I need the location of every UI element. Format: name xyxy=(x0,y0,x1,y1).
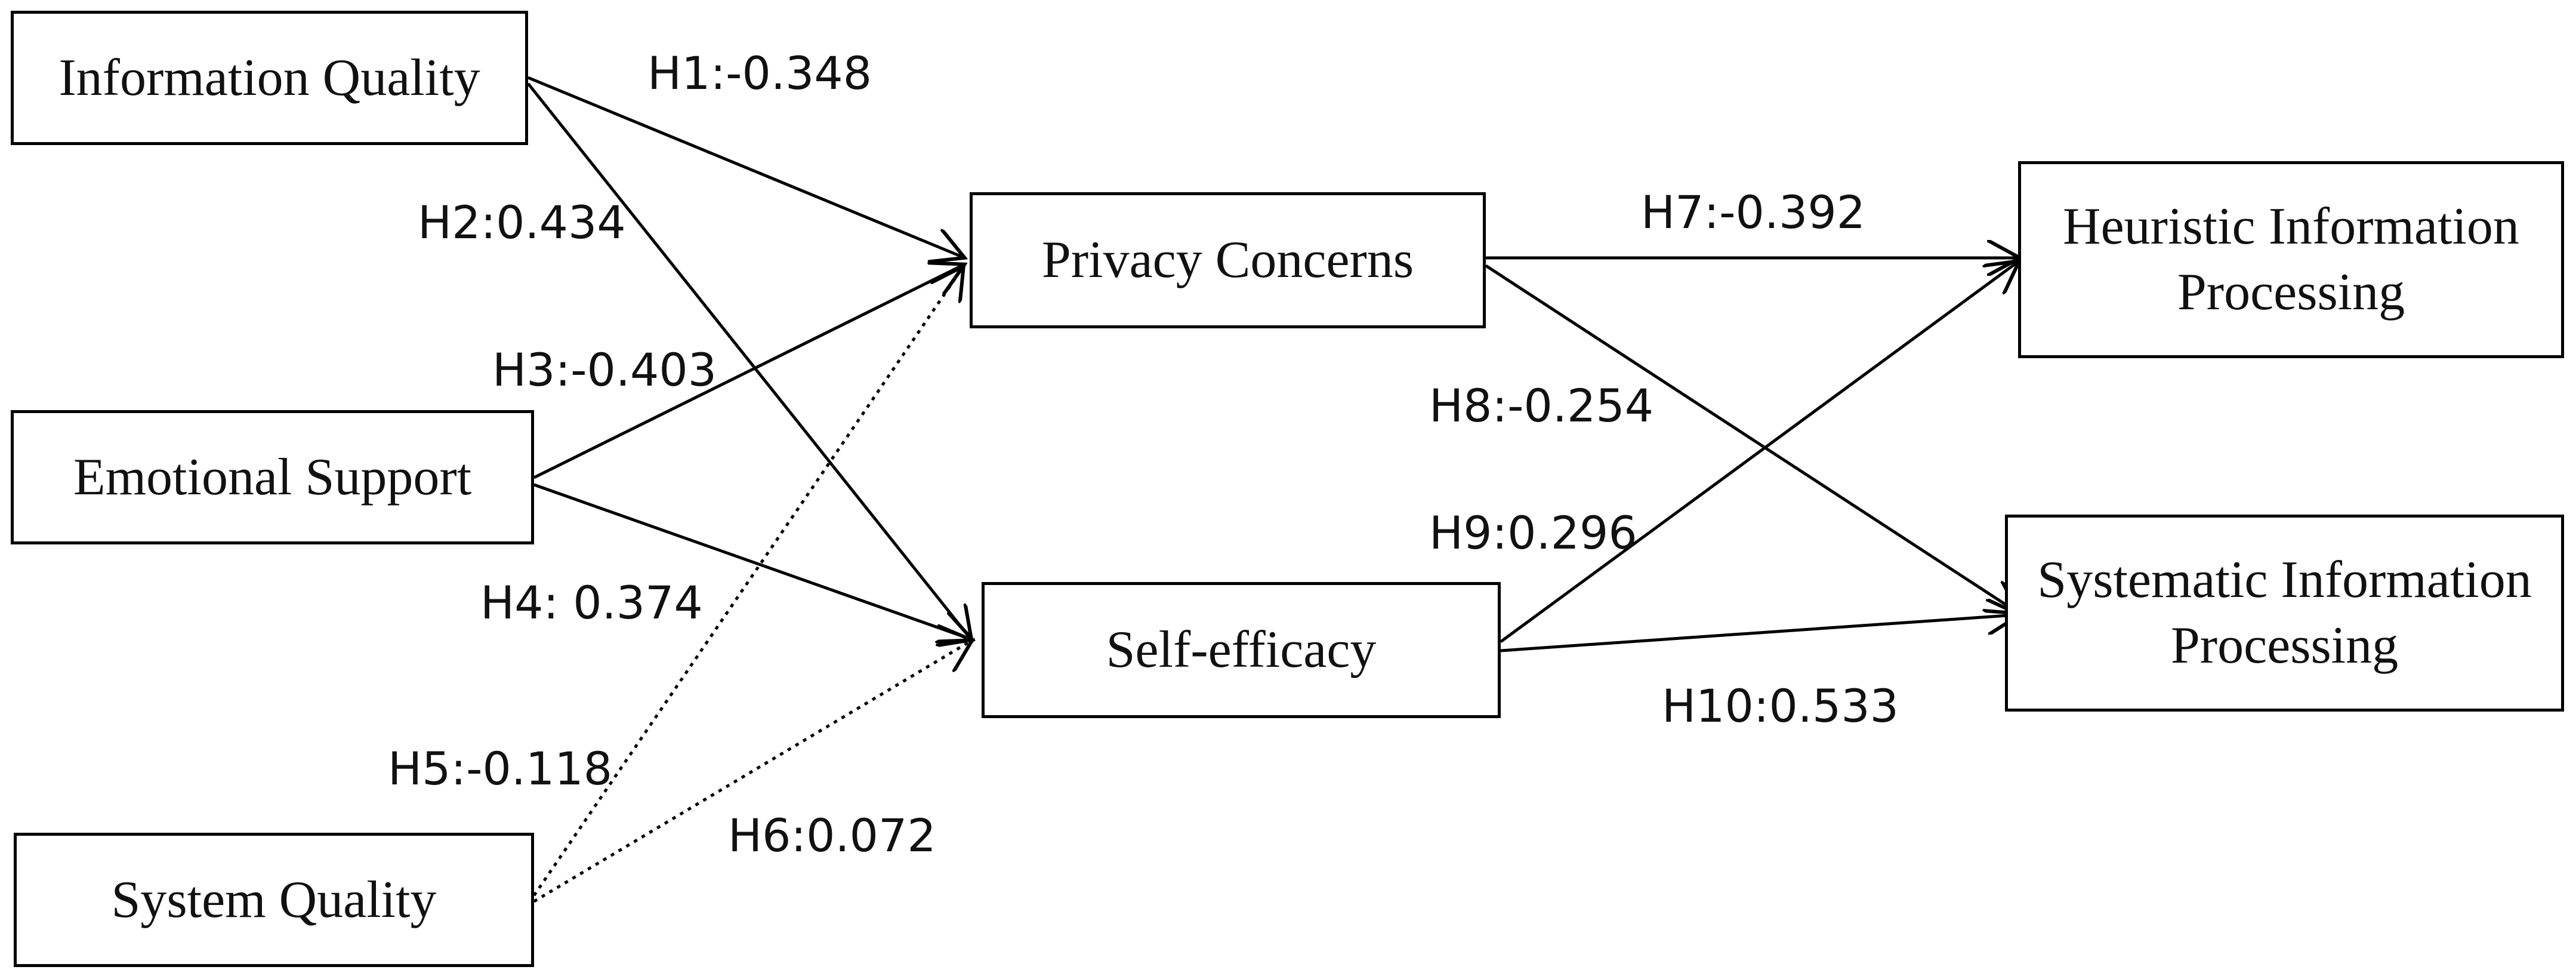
node-self-efficacy: Self-efficacy xyxy=(982,582,1501,718)
arrow-h10 xyxy=(1500,615,2017,652)
node-system-quality-label: System Quality xyxy=(111,870,437,929)
path-label-h6: H6:0.072 xyxy=(728,809,936,862)
path-label-h5: H5:-0.118 xyxy=(388,742,613,795)
arrow-h6 xyxy=(533,642,970,903)
node-privacy-concerns-label: Privacy Concerns xyxy=(1041,231,1414,289)
path-label-h3: H3:-0.403 xyxy=(492,343,717,396)
path-label-h7: H7:-0.392 xyxy=(1641,186,1866,239)
node-information-quality-label: Information Quality xyxy=(58,48,480,107)
arrow-h5 xyxy=(532,269,962,897)
node-self-efficacy-label: Self-efficacy xyxy=(1106,621,1377,679)
arrow-h8 xyxy=(1485,264,2017,612)
node-emotional-support-label: Emotional Support xyxy=(73,448,472,506)
arrow-h2 xyxy=(527,82,970,638)
node-systematic-information-processing: Systematic Information Processing xyxy=(2005,515,2564,712)
arrow-h1 xyxy=(527,76,962,257)
path-label-h10: H10:0.533 xyxy=(1662,679,1899,732)
arrow-h9 xyxy=(1500,263,2017,644)
node-system-quality: System Quality xyxy=(14,833,534,967)
node-heuristic-information-processing-label: Heuristic Information Processing xyxy=(2063,198,2519,321)
arrow-h3 xyxy=(533,266,962,479)
node-privacy-concerns: Privacy Concerns xyxy=(970,192,1486,328)
node-emotional-support: Emotional Support xyxy=(11,410,534,544)
path-label-h8: H8:-0.254 xyxy=(1429,379,1654,432)
node-information-quality: Information Quality xyxy=(11,11,528,145)
path-label-h1: H1:-0.348 xyxy=(647,47,872,100)
path-label-h4: H4: 0.374 xyxy=(480,576,703,629)
path-label-h9: H9:0.296 xyxy=(1429,506,1637,559)
node-heuristic-information-processing: Heuristic Information Processing xyxy=(2018,161,2564,358)
arrow-h4 xyxy=(533,483,970,639)
path-label-h2: H2:0.434 xyxy=(418,196,626,249)
node-systematic-information-processing-label: Systematic Information Processing xyxy=(2037,551,2532,675)
